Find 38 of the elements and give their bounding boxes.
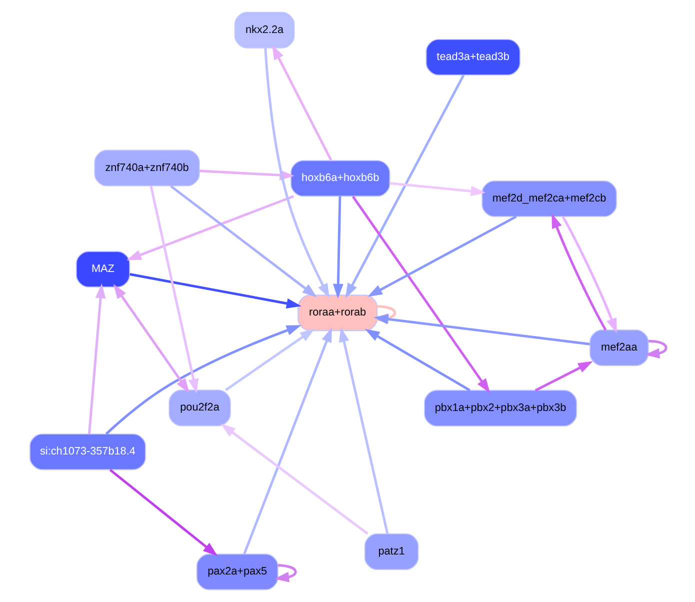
arrow	[272, 44, 332, 162]
node-box: roraa+rorab	[297, 294, 378, 332]
arrow	[351, 196, 490, 394]
arrow	[264, 48, 330, 298]
node-box: mef2d_mef2ca+mef2cb	[481, 180, 616, 218]
arrow	[242, 327, 332, 555]
arrow	[220, 424, 368, 535]
node-box: znf740a+znf740b	[94, 150, 200, 186]
node-box: tead3a+tead3b	[425, 38, 520, 76]
arrow	[389, 182, 486, 196]
node-box: nkx2.2a	[234, 12, 294, 48]
node-box: pou2f2a	[168, 390, 230, 426]
arrow	[129, 273, 301, 309]
arrow	[366, 216, 516, 297]
node-box: MAZ	[75, 250, 130, 288]
arrow	[551, 213, 606, 331]
arrow	[87, 283, 106, 434]
node-box: mef2aa	[589, 330, 648, 366]
arrow	[534, 361, 592, 392]
arrow	[338, 327, 388, 534]
node-box: patz1	[364, 533, 418, 570]
node-box: hoxb6a+hoxb6b	[290, 160, 390, 197]
node-box: pbx1a+pbx2+pbx3a+pbx3b	[424, 390, 577, 426]
arrow	[108, 468, 218, 556]
node-box: pax2a+pax5	[196, 554, 278, 590]
arrow	[126, 195, 294, 260]
node-box: si:ch1073-357b18.4	[28, 434, 146, 470]
arrow	[644, 340, 667, 359]
arrow	[364, 328, 470, 392]
arrow	[112, 284, 189, 394]
arrow	[332, 196, 343, 299]
arrow	[224, 328, 314, 392]
arrow	[561, 216, 616, 334]
arrow	[104, 325, 301, 435]
arrow	[372, 314, 590, 346]
arrow	[149, 186, 198, 394]
arrow	[170, 185, 317, 298]
arrow	[344, 74, 464, 298]
